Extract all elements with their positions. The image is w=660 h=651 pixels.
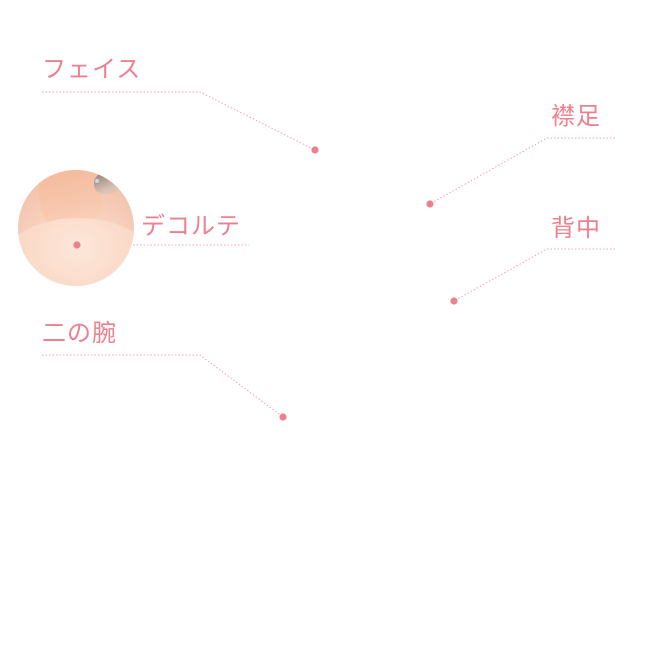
decollete-thumbnail [18, 170, 134, 286]
label-back: 背中 [551, 214, 601, 242]
label-decollete: デコルテ [141, 212, 241, 240]
upper-arm-point [279, 413, 287, 421]
label-face: フェイス [42, 55, 142, 83]
collar-point [426, 200, 434, 208]
earring-icon [94, 178, 100, 184]
shoulder-skin [18, 218, 134, 286]
back-leader-line [453, 248, 615, 302]
label-collar: 襟足 [551, 102, 601, 130]
upper-arm-leader-line [42, 354, 284, 418]
label-upper-arm: 二の腕 [42, 319, 117, 347]
hair-shape [94, 172, 120, 194]
face-point [311, 146, 319, 154]
collar-leader-line [429, 137, 615, 205]
back-point [450, 297, 458, 305]
face-leader-line [42, 91, 316, 151]
